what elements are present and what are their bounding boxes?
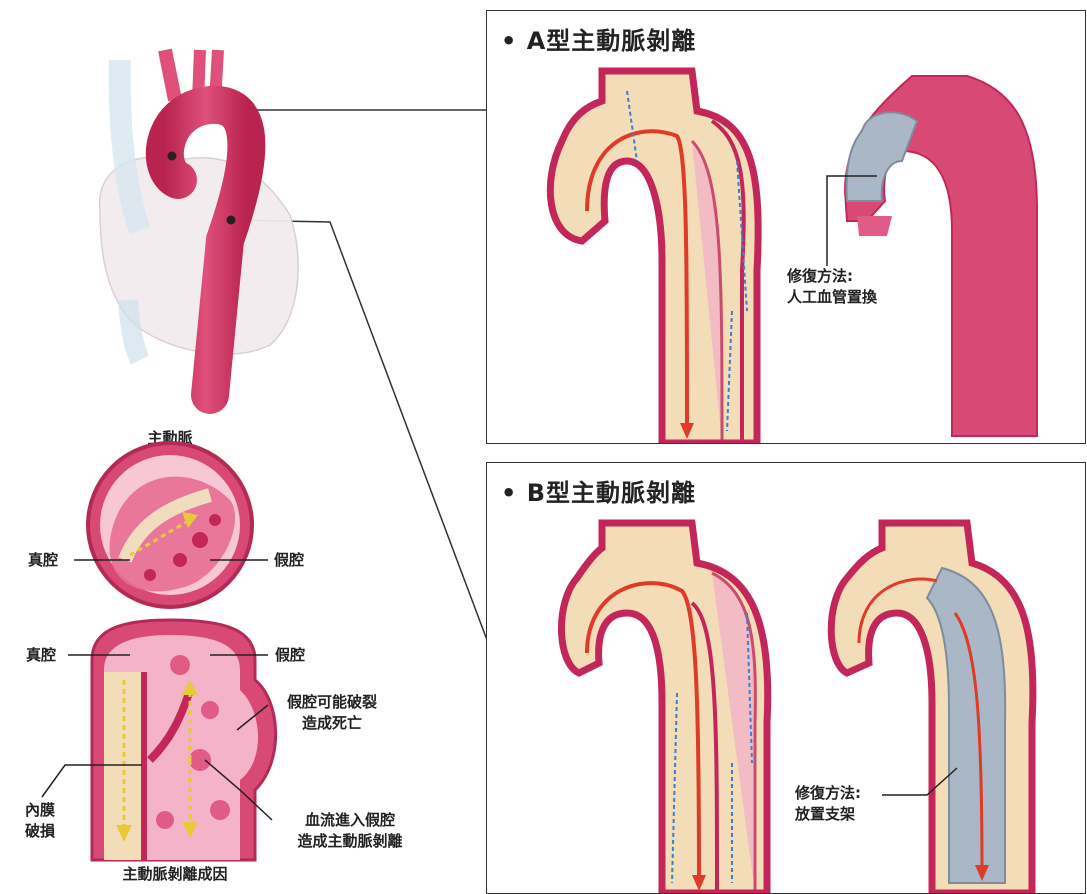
rupture-label-line2: 造成死亡 <box>272 713 392 734</box>
panel-type-b: • B型主動脈剝離 修復方法: 放置支架 <box>486 462 1086 894</box>
type-a-repair-line2: 人工血管置換 <box>787 287 877 308</box>
type-a-dissected-aorta <box>550 71 758 443</box>
flow-label-line2: 造成主動脈剝離 <box>275 831 425 852</box>
type-a-repaired-aorta <box>845 76 1037 436</box>
rupture-label: 假腔可能破裂 造成死亡 <box>272 692 392 734</box>
flow-entry-label: 血流進入假腔 造成主動脈剝離 <box>275 810 425 852</box>
type-b-repair-label: 修復方法: 放置支架 <box>795 783 861 825</box>
type-b-repaired-aorta <box>831 523 1033 893</box>
type-a-repair-line1: 修復方法: <box>787 266 877 287</box>
rupture-label-line1: 假腔可能破裂 <box>272 692 392 713</box>
long-false-lumen-label: 假腔 <box>275 645 305 666</box>
type-b-dissected-aorta <box>561 523 767 893</box>
flow-label-line1: 血流進入假腔 <box>275 810 425 831</box>
intima-label-line1: 內膜 <box>18 800 62 821</box>
type-b-repair-line2: 放置支架 <box>795 804 861 825</box>
long-true-lumen-label: 真腔 <box>26 645 56 666</box>
intima-label-line2: 破損 <box>18 821 62 842</box>
type-b-illustrations <box>487 463 1085 893</box>
dissection-cause-caption: 主動脈剝離成因 <box>90 864 260 885</box>
panel-type-a: • A型主動脈剝離 修復方法: 人工血管置換 <box>486 10 1086 444</box>
intima-damage-label: 內膜 破損 <box>18 800 62 842</box>
type-a-illustrations <box>487 11 1085 443</box>
type-b-repair-line1: 修復方法: <box>795 783 861 804</box>
type-a-repair-label: 修復方法: 人工血管置換 <box>787 266 877 308</box>
